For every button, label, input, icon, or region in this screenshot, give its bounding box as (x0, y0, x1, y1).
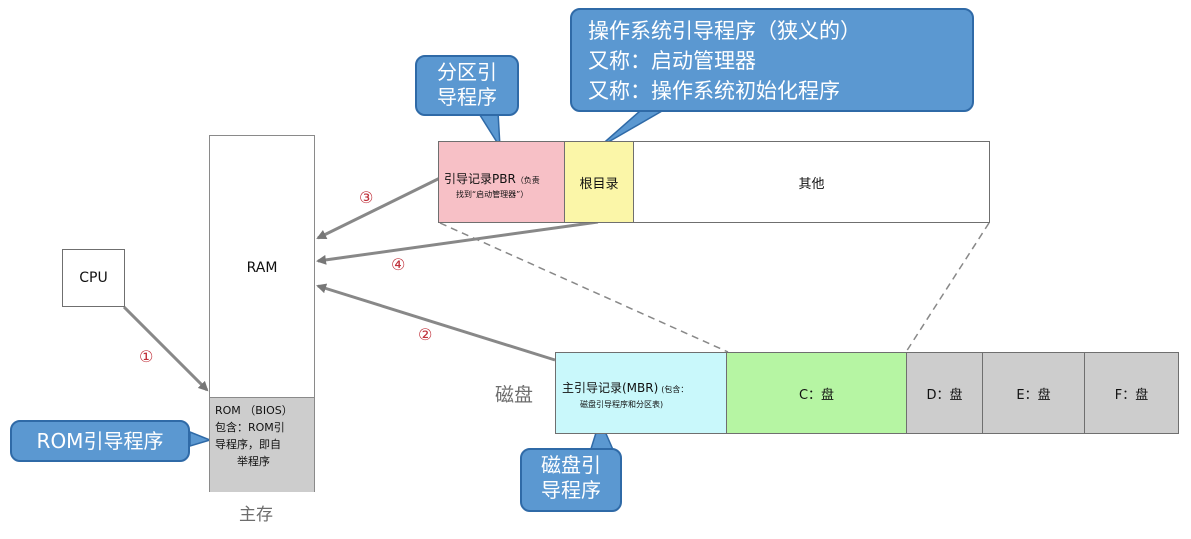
callout-disk-boot-line1: 磁盘引 (541, 453, 601, 477)
callout-disk-boot: 磁盘引 导程序 (520, 448, 622, 512)
c-drive-cell: C：盘 (727, 353, 907, 433)
pbr-cell: 引导记录PBR（负责 找到“启动管理器”） (439, 142, 565, 222)
dashed-line-left (439, 222, 729, 353)
f-drive-label: F：盘 (1114, 387, 1149, 403)
rom-text-line1: ROM （BIOS） (215, 404, 293, 417)
root-dir-label: 根目录 (579, 176, 619, 192)
cpu-box: CPU (62, 249, 125, 307)
other-cell: 其他 (634, 142, 989, 222)
f-drive-cell: F：盘 (1085, 353, 1178, 433)
rom-text-line4: 举程序 (237, 455, 270, 468)
arrow-cpu-to-rom (122, 305, 209, 392)
pbr-note-line2: 找到“启动管理器”） (456, 190, 529, 199)
main-memory-caption: 主存 (239, 505, 273, 525)
d-drive-cell: D：盘 (907, 353, 983, 433)
e-drive-label: E：盘 (1016, 387, 1051, 403)
mbr-note-line1: (包含： (661, 385, 689, 394)
disk-label: 磁盘 (495, 384, 534, 406)
rom-text-line2: 包含：ROM引 (215, 421, 285, 434)
callout-rom-boot-text: ROM引导程序 (36, 428, 164, 453)
arrow-pbr-to-ram (316, 176, 441, 240)
step-number-4: ④ (391, 255, 406, 274)
mbr-label: 主引导记录(MBR) (562, 381, 659, 395)
c-drive-label: C：盘 (798, 387, 835, 403)
callout-partition-boot-line2: 导程序 (437, 85, 497, 109)
e-drive-cell: E：盘 (983, 353, 1085, 433)
ram-label: RAM (246, 260, 278, 276)
callout-partition-boot-line1: 分区引 (437, 60, 497, 84)
callout-os-boot: 操作系统引导程序（狭义的） 又称：启动管理器 又称：操作系统初始化程序 (570, 8, 974, 112)
callout-rom-boot: ROM引导程序 (10, 420, 190, 462)
rom-section: ROM （BIOS） 包含：ROM引 导程序，即自 举程序 (210, 397, 314, 492)
cpu-label: CPU (79, 270, 108, 286)
step-number-2: ② (418, 325, 433, 344)
callout-pointer-rom (189, 430, 213, 448)
disk-strip: 主引导记录(MBR)(包含： 磁盘引导程序和分区表) C：盘 D：盘 E：盘 F… (555, 352, 1179, 434)
callout-os-line3: 又称：操作系统初始化程序 (588, 79, 840, 103)
mbr-cell: 主引导记录(MBR)(包含： 磁盘引导程序和分区表) (556, 353, 727, 433)
callout-os-line1: 操作系统引导程序（狭义的） (588, 19, 861, 43)
d-drive-label: D：盘 (926, 387, 963, 403)
pbr-note-line1: （负责 (515, 176, 540, 185)
callout-os-line2: 又称：启动管理器 (588, 49, 756, 73)
callout-disk-boot-line2: 导程序 (541, 478, 601, 502)
step-number-1: ① (139, 347, 154, 366)
arrow-mbr-to-ram (316, 283, 556, 362)
arrow-root-to-ram (316, 220, 599, 265)
other-label: 其他 (798, 176, 825, 192)
dashed-line-right (905, 222, 990, 353)
partition-strip: 引导记录PBR（负责 找到“启动管理器”） 根目录 其他 (438, 141, 990, 223)
step-number-3: ③ (359, 188, 374, 207)
main-memory: RAM ROM （BIOS） 包含：ROM引 导程序，即自 举程序 (209, 135, 315, 492)
callout-partition-boot: 分区引 导程序 (415, 55, 519, 116)
root-dir-cell: 根目录 (565, 142, 634, 222)
rom-text-line3: 导程序，即自 (215, 438, 281, 451)
mbr-note-line2: 磁盘引导程序和分区表) (580, 400, 664, 409)
pbr-label: 引导记录PBR (444, 172, 516, 186)
